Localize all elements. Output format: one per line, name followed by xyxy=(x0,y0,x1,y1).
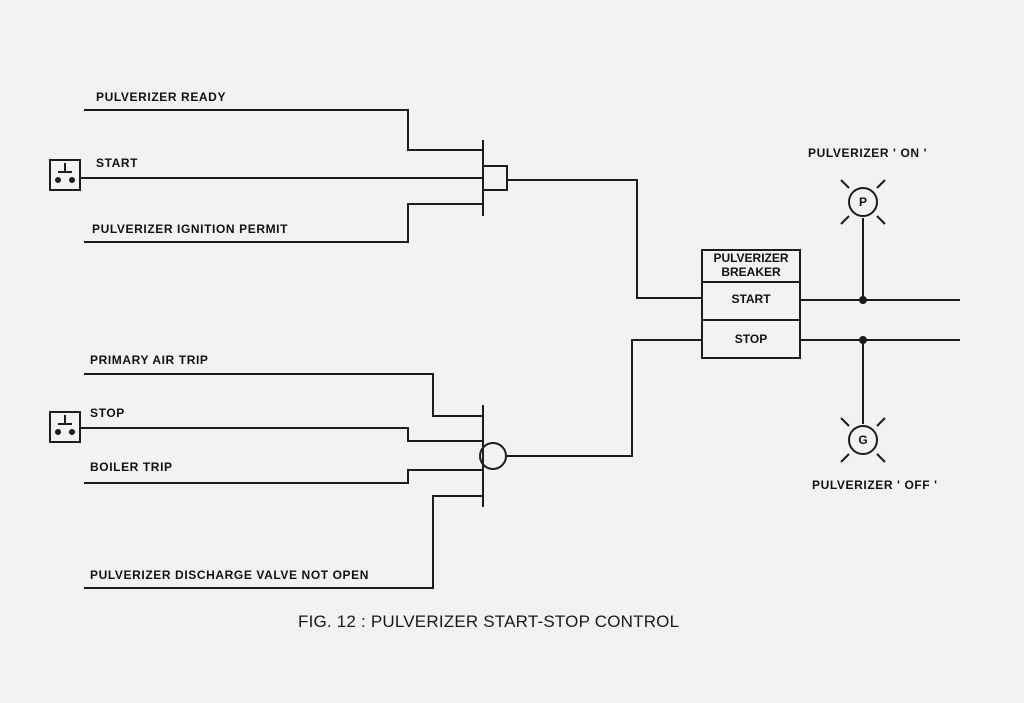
label-pulverizer-on: PULVERIZER ' ON ' xyxy=(808,146,928,160)
label-pulverizer-off: PULVERIZER ' OFF ' xyxy=(812,478,938,492)
breaker-start-label: START xyxy=(731,292,771,306)
wire-ignition-permit xyxy=(84,203,483,243)
label-pulverizer-ready: PULVERIZER READY xyxy=(96,90,227,104)
lamp-off-letter: G xyxy=(858,433,868,447)
wire-or-output xyxy=(506,339,702,457)
label-stop: STOP xyxy=(90,406,125,420)
breaker-box xyxy=(701,249,801,359)
start-pushbutton xyxy=(49,159,81,191)
breaker-title-line1: PULVERIZER xyxy=(713,251,789,265)
stop-pushbutton xyxy=(49,411,81,443)
breaker-stop-label: STOP xyxy=(734,332,768,346)
wire-and-output xyxy=(507,179,702,299)
label-boiler-trip: BOILER TRIP xyxy=(90,460,173,474)
label-start: START xyxy=(96,156,139,170)
wire-stop xyxy=(80,427,483,442)
label-ignition-permit: PULVERIZER IGNITION PERMIT xyxy=(92,222,289,236)
lamp-on xyxy=(840,179,886,225)
breaker-title-line2: BREAKER xyxy=(721,265,781,279)
wire-pulverizer-ready xyxy=(84,109,483,151)
wire-primary-air-trip xyxy=(84,373,483,417)
label-primary-air-trip: PRIMARY AIR TRIP xyxy=(90,353,209,367)
lamp-off xyxy=(840,417,886,463)
lamp-on-letter: P xyxy=(858,195,867,209)
and-gate xyxy=(482,165,508,191)
wire-boiler-trip xyxy=(84,469,483,484)
label-discharge-valve: PULVERIZER DISCHARGE VALVE NOT OPEN xyxy=(90,568,370,582)
figure-caption: FIG. 12 : PULVERIZER START-STOP CONTROL xyxy=(298,612,680,631)
wire-discharge-valve xyxy=(84,495,483,589)
